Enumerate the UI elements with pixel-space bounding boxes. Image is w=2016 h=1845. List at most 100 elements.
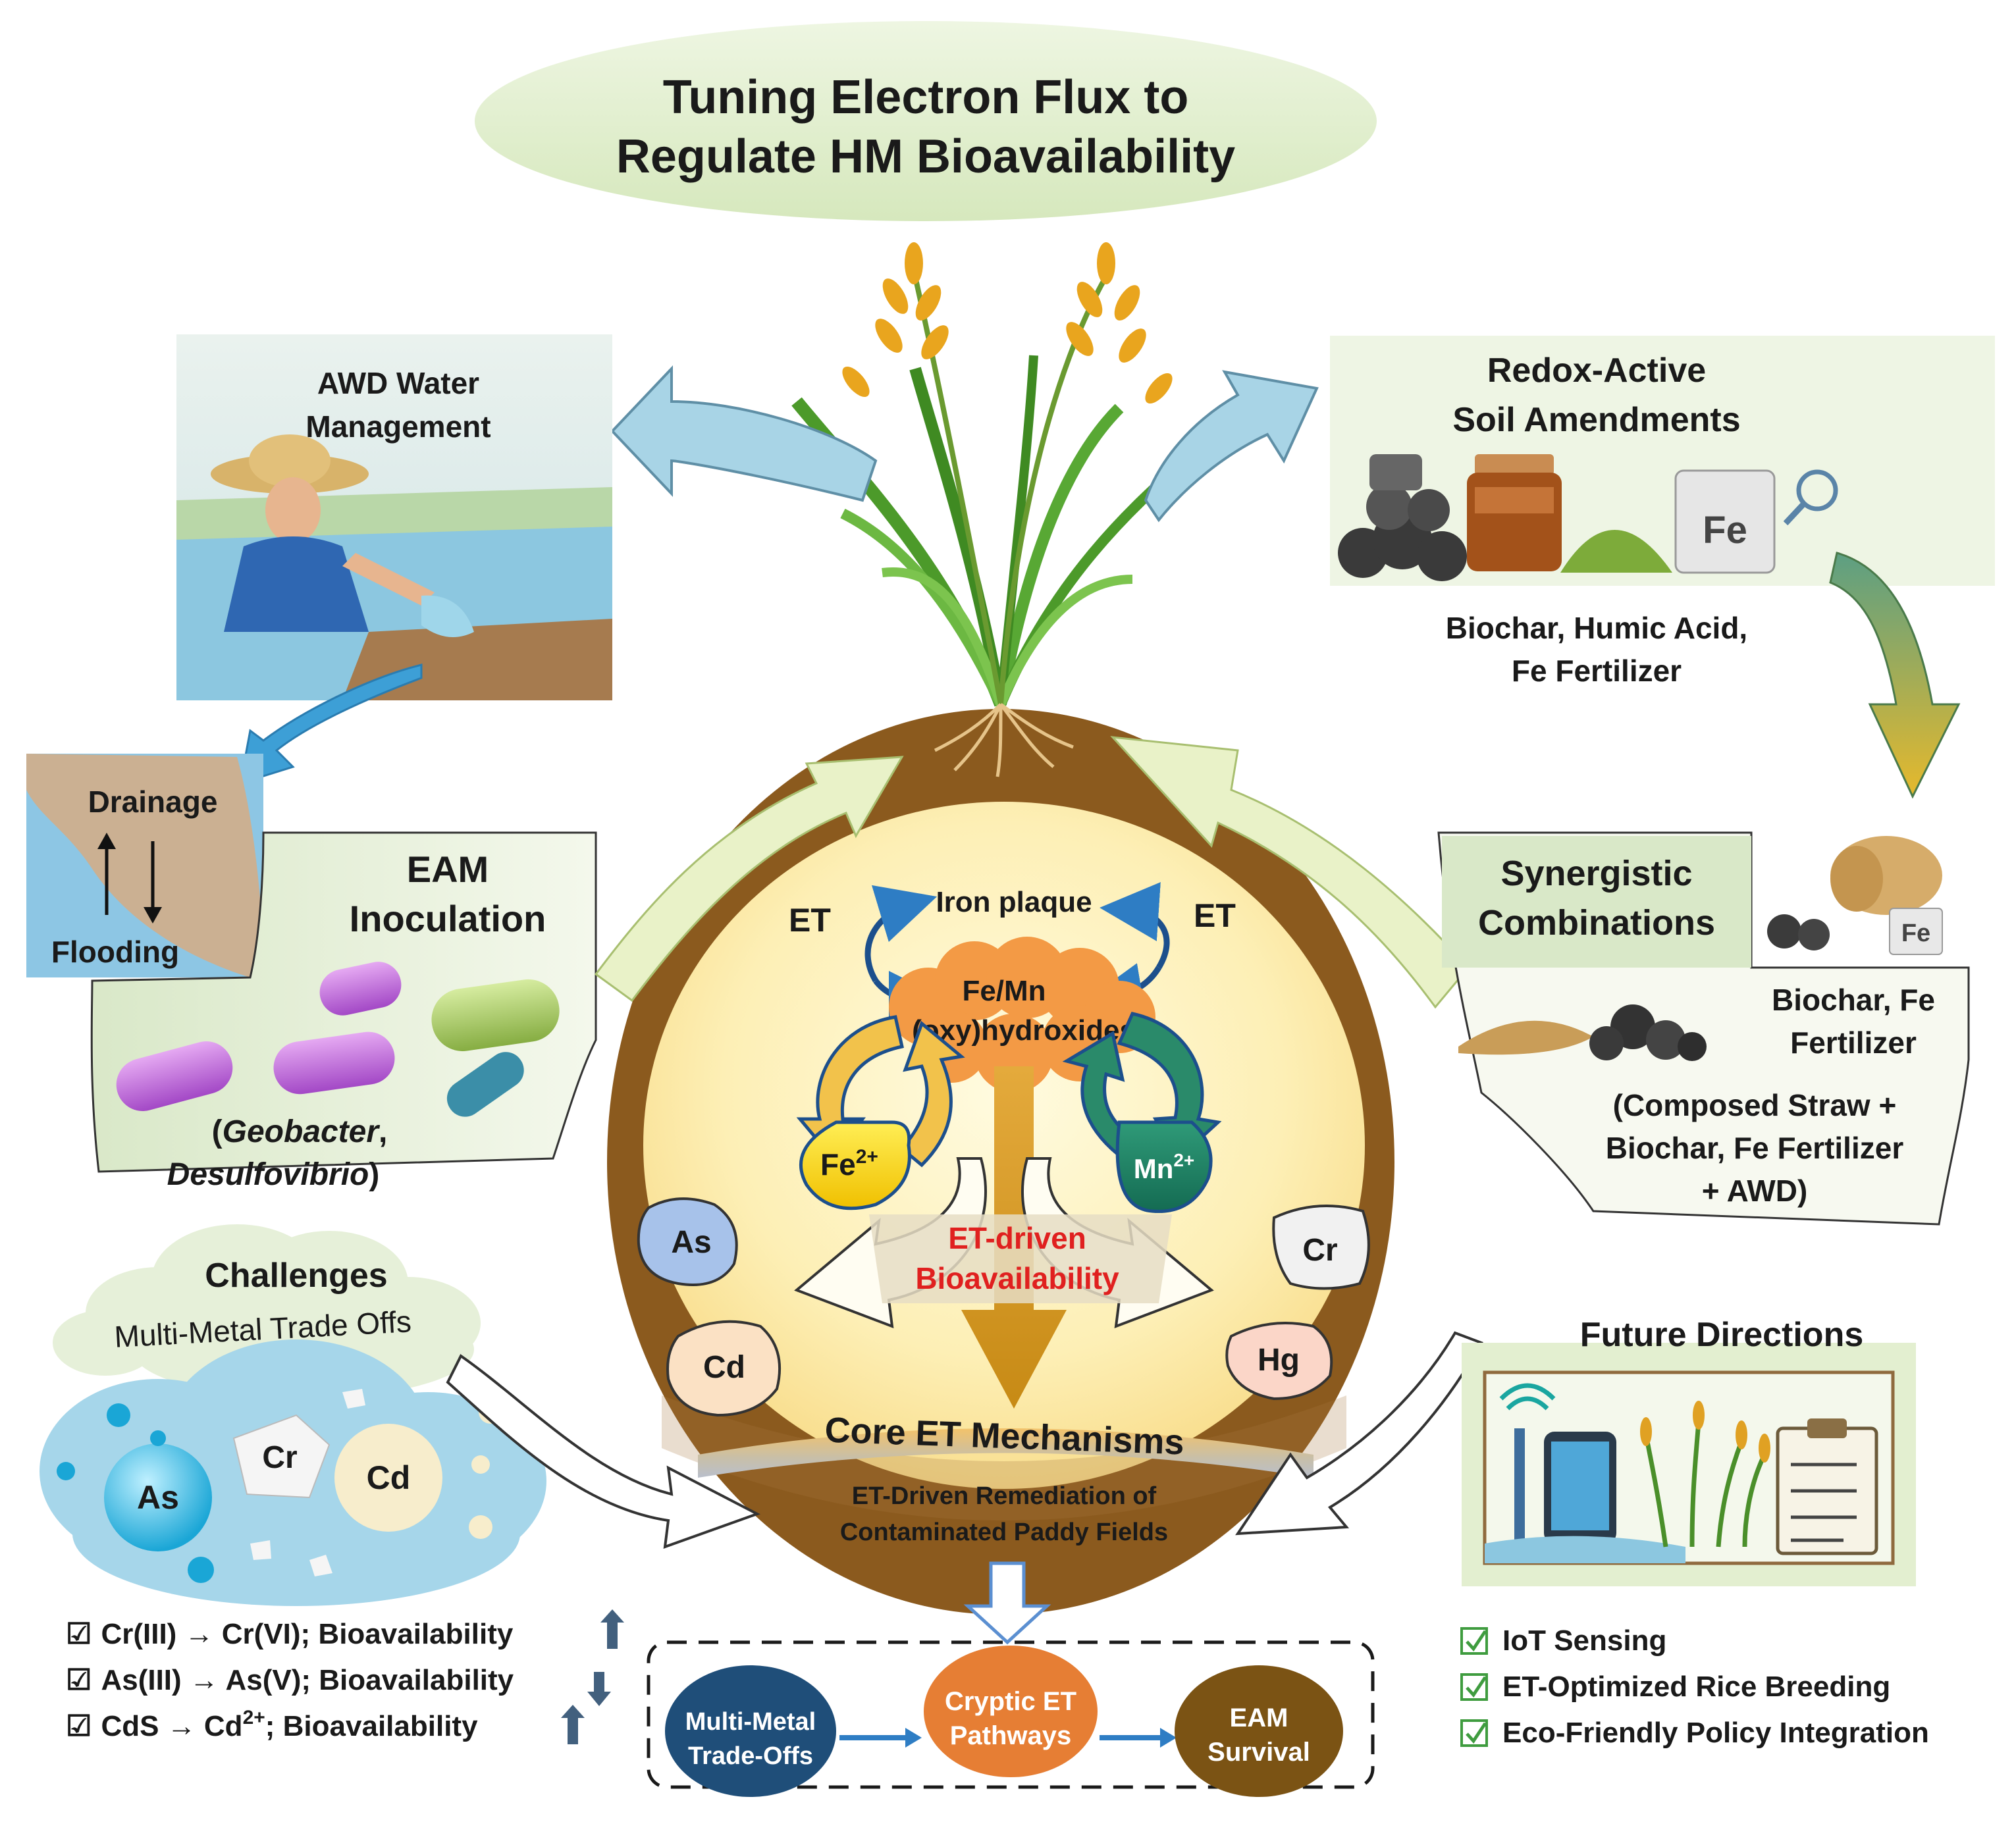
future-item-2-label: ET-Optimized Rice Breeding [1502,1671,1890,1703]
bubble-as-label: As [137,1479,179,1516]
node-eam-survival-line-1: EAM [1230,1703,1288,1732]
arrow-challenges-to-core [446,1354,760,1549]
title-banner: Tuning Electron Flux to Regulate HM Bioa… [475,21,1377,221]
check-box-icon [1460,1673,1488,1701]
bacteria-pill [116,1041,233,1111]
et-driven-line-1: ET-driven [948,1221,1086,1255]
future-title: Future Directions [1580,1316,1864,1354]
farmer-shirt [224,536,369,632]
remediation-line-1: ET-Driven Remediation of [852,1482,1157,1510]
bacteria-pill [319,962,402,1016]
mechanisms-band [698,1428,1313,1478]
future-item-1-label: IoT Sensing [1502,1624,1666,1657]
et-arrow-right-up [1100,882,1170,970]
eam-title-line-2: Inoculation [350,898,546,939]
et-driven-line-2: Bioavailability [915,1261,1119,1295]
metal-hg: Hg [1225,1322,1333,1401]
redox-amendments-panel: Redox-Active Soil Amendments Fe Biochar,… [1330,336,1995,688]
drainage-label: Drainage [88,785,218,819]
remediation-line-2: Contaminated Paddy Fields [840,1519,1168,1546]
biochar-pile [1338,454,1467,581]
oxy-label-1: Fe/Mn [962,975,1046,1007]
node-cryptic-et-line-1: Cryptic ET [945,1687,1076,1716]
check-box-icon [1460,1627,1488,1655]
arrow-synergy-to-soil [1110,736,1470,1009]
synergy-note-1: Biochar, Fe [1772,983,1935,1017]
bacteria-pill [446,1052,524,1117]
green-powder-pile [1560,530,1672,573]
metal-cr: Cr [1272,1205,1370,1290]
redox-title-line-2: Soil Amendments [1452,401,1740,439]
straw-bale: Fe [1767,836,1943,955]
awd-title-line-1: AWD Water [317,366,479,400]
metal-cd: Cd [666,1320,782,1417]
bubble-cr-label: Cr [262,1440,297,1475]
bottom-pipeline: Multi-Metal Trade-Offs Cryptic ET Pathwa… [647,1561,1375,1797]
pipeline-dashed-frame [647,1640,1375,1789]
future-item-2: ET-Optimized Rice Breeding [1460,1671,1890,1703]
fe2-label: Fe2+ [820,1146,878,1182]
phone-sensor-icon [1485,1383,1685,1563]
core-mechanism: ET ET Iron plaque Fe/Mn (oxy)hydroxides [637,882,1370,1546]
pipeline-arrow-icon [905,1728,922,1748]
arrow-eam-to-soil [594,756,904,1002]
et-driven-label-bg [869,1214,1172,1303]
future-item-3: Eco-Friendly Policy Integration [1460,1717,1929,1749]
et-arrow-left-up [864,885,938,983]
trend-up-icon [561,1705,585,1744]
future-checklist: IoT Sensing ET-Optimized Rice Breeding E… [1460,1624,1929,1749]
bubble-cd-label: Cd [367,1459,411,1496]
node-eam-survival-line-2: Survival [1207,1738,1310,1767]
redox-items-line-1: Biochar, Humic Acid, [1446,611,1747,645]
redox-title-line-1: Redox-Active [1487,351,1706,390]
flood-down-arrow [144,907,162,923]
curved-arrow-to-awd [610,365,878,502]
node-cryptic-et [924,1646,1098,1777]
metal-as: As [637,1197,738,1286]
fe2-ion: Fe2+ [799,1120,911,1210]
awd-panel: AWD Water Management [176,334,612,700]
mn2-ion: Mn2+ [1115,1120,1213,1213]
challenges-panel: Challenges Multi-Metal Trade Offs As Cr … [40,1224,546,1606]
challenges-title: Challenges [205,1257,387,1295]
metal-cr-label: Cr [1302,1233,1337,1268]
check-item-2: ☑As(III) → As(V); Bioavailability [66,1664,514,1696]
synergy-combo-1: (Composed Straw + [1613,1088,1897,1122]
drainage-flooding-diagram: Drainage Flooding [26,754,263,977]
hollow-down-arrow [963,1561,1051,1645]
node-cryptic-et-line-2: Pathways [950,1721,1072,1750]
humic-acid-jar [1467,454,1562,571]
metal-bubble-cloud: As Cr Cd [40,1339,546,1606]
metal-cd-label: Cd [703,1350,745,1385]
fe-bag-label: Fe [1703,509,1747,552]
eam-genus-1: (Geobacter, [212,1114,388,1149]
arrow-future-to-core [1235,1331,1483,1536]
title-line-2: Regulate HM Bioavailability [616,130,1235,183]
metal-as-label: As [671,1225,711,1260]
synergy-combo-2: Biochar, Fe Fertilizer [1606,1131,1904,1165]
awd-title-line-2: Management [305,409,491,444]
eam-genus-2: Desulfovibrio) [167,1157,380,1192]
synergy-fe-bag-label: Fe [1901,920,1930,947]
redox-items-line-2: Fe Fertilizer [1512,654,1682,688]
eam-inoculation-panel: EAM Inoculation (Geobacter, Desulfovibri… [90,831,597,1192]
bacteria-pill [431,979,560,1051]
challenges-checklist: ☑Cr(III) → Cr(VI); Bioavailability ☑As(I… [66,1609,624,1744]
curved-arrow-to-amendments [1144,370,1319,523]
drain-up-arrow [97,833,116,849]
future-item-1: IoT Sensing [1460,1624,1666,1657]
node-multi-metal-line-2: Trade-Offs [688,1742,813,1770]
clipboard-icon [1776,1418,1878,1555]
future-directions-panel: Future Directions [1462,1316,1916,1586]
fe-fertilizer-bag: Fe [1674,469,1776,574]
arrow-amendments-to-synergy [1829,552,1961,799]
synergy-combo-3: + AWD) [1702,1174,1808,1208]
fe-oxidation-arrow [899,1020,965,1168]
iron-plaque-label: Iron plaque [936,886,1092,918]
arrow-awd-to-drainage [239,663,423,785]
flooding-label: Flooding [51,935,179,969]
node-eam-survival [1175,1665,1343,1797]
et-left-label: ET [789,902,831,939]
magnifier-icon [1796,469,1838,511]
